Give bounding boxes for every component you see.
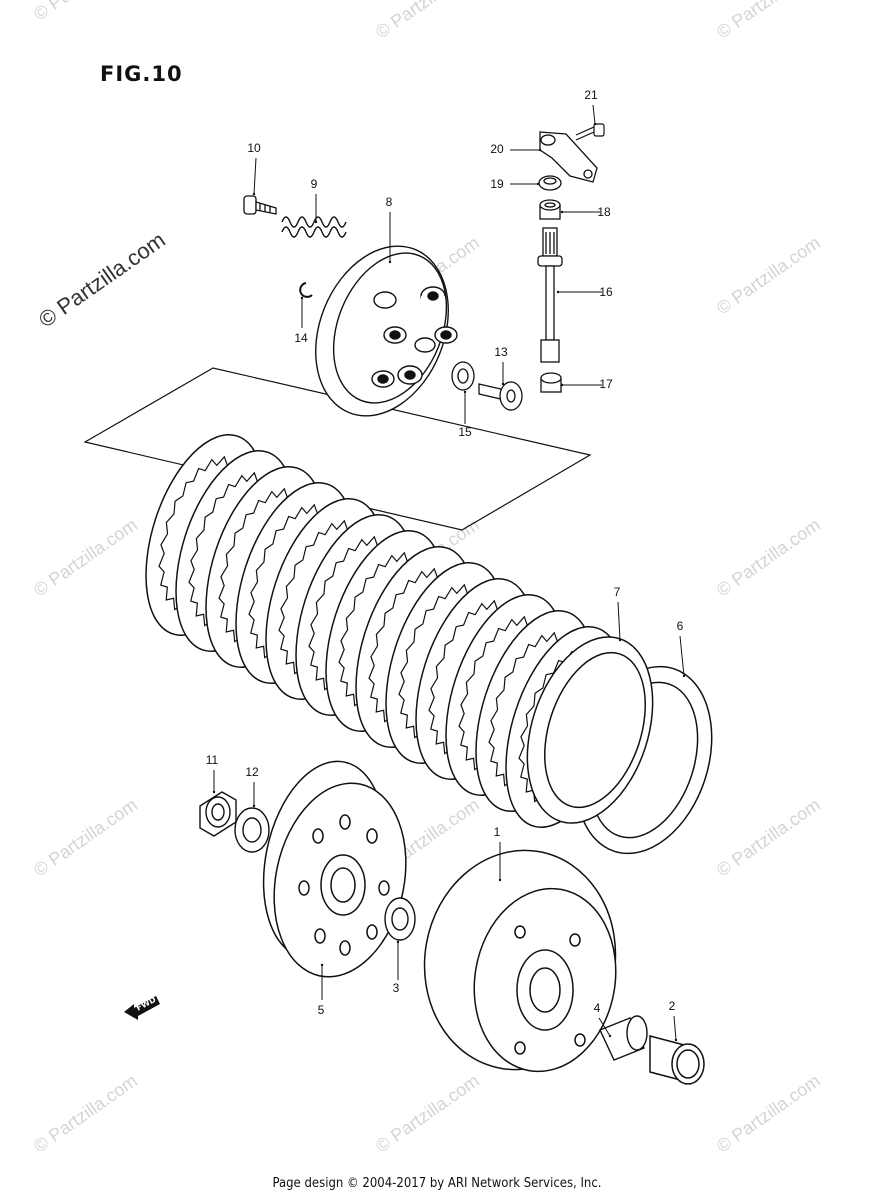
callout-number: 1 (494, 825, 501, 839)
callout-leader (598, 1017, 612, 1038)
page-footer: Page design © 2004-2017 by ARI Network S… (272, 1176, 602, 1191)
callout-leader (592, 104, 597, 126)
spring-part (281, 216, 347, 238)
callout-number: 8 (386, 195, 393, 209)
callout-number: 15 (458, 425, 472, 439)
callout-number: 16 (599, 285, 613, 299)
callout-leader (617, 601, 622, 642)
lifter-arm-part (539, 131, 598, 183)
clip-part (299, 282, 313, 298)
callout-leader (679, 635, 686, 678)
callout-number: 11 (206, 753, 219, 767)
callout-leader (673, 1015, 678, 1042)
needle-bearing-part (539, 199, 561, 220)
callout-number: 14 (294, 331, 308, 345)
shaft-bearing-part (540, 372, 562, 393)
forward-direction-arrow: FWD (124, 995, 160, 1020)
callout-number: 20 (490, 142, 504, 156)
spacer-part (649, 1035, 705, 1085)
sleeve-hub-part (262, 760, 407, 978)
callout-number: 18 (597, 205, 611, 219)
bolt-part (243, 195, 277, 215)
figure-title: FIG.10 (100, 62, 183, 86)
callout-number: 6 (677, 619, 684, 633)
pressure-plate-part (315, 245, 458, 417)
callout-number: 3 (393, 981, 400, 995)
drive-plate-part (526, 636, 654, 824)
needle-bearing-part (599, 1015, 648, 1061)
oil-seal-part (538, 175, 562, 191)
callout-number: 19 (490, 177, 504, 191)
callout-number: 9 (311, 177, 318, 191)
callout-number: 13 (494, 345, 508, 359)
push-piece-part (478, 381, 523, 411)
callout-number: 17 (599, 377, 613, 391)
callout-number: 4 (594, 1001, 601, 1015)
callout-number: 10 (247, 141, 261, 155)
thrust-washer-part (384, 897, 416, 941)
callout-number: 21 (584, 88, 598, 102)
release-shaft-part (537, 227, 563, 363)
callout-number: 12 (245, 765, 259, 779)
callout-number: 2 (669, 999, 676, 1013)
callout-leader (252, 157, 257, 196)
nut-part (199, 791, 237, 837)
bearing-part (451, 361, 475, 391)
clutch-housing-part (423, 849, 617, 1073)
lock-washer-part (234, 807, 270, 853)
callout-number: 5 (318, 1003, 325, 1017)
screw-part (575, 123, 605, 141)
callout-number: 7 (614, 585, 621, 599)
